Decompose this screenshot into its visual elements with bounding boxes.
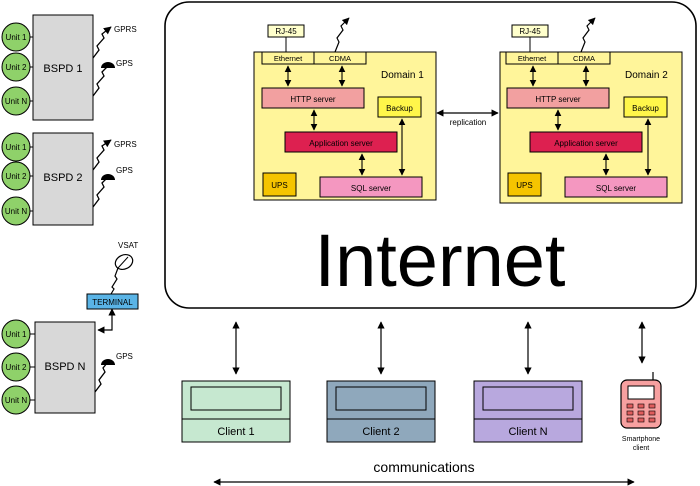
gps-signal-icon (92, 176, 109, 208)
gprs-signal-icon (92, 26, 112, 59)
cdma-port (557, 51, 611, 65)
cdma-label: CDMA (329, 54, 351, 63)
client-label: Client 2 (362, 426, 399, 438)
client-2: Client 2 (326, 380, 436, 443)
client-screen (482, 386, 574, 411)
rj45-label: RJ-45 (275, 27, 297, 36)
unit-node (1, 86, 31, 116)
gps-label: GPS (116, 352, 133, 361)
smartphone-label-2: client (633, 445, 649, 452)
bspd-label: BSPD 2 (43, 172, 82, 184)
backup-label: Backup (632, 104, 659, 113)
client-base (326, 418, 436, 443)
bspd-group-2: BSPD 2 Unit 1 Unit 2 Unit N GPRS GPS (1, 132, 137, 226)
gps-antenna-icon (101, 359, 115, 365)
vsat-label: VSAT (118, 241, 138, 250)
domain-1: RJ-45 Ethernet CDMA Domain 1 HTTP server… (253, 17, 437, 201)
bspd-box (32, 132, 94, 226)
terminal-label: TERMINAL (92, 298, 133, 307)
client-screen (190, 386, 282, 411)
cdma-label: CDMA (573, 54, 595, 63)
domain-2: RJ-45 Ethernet CDMA Domain 2 HTTP server… (499, 17, 683, 204)
client-screen (335, 386, 427, 411)
ups-label: UPS (271, 181, 287, 190)
unit-node (1, 132, 31, 162)
ups-label: UPS (516, 181, 532, 190)
unit-label: Unit N (5, 97, 27, 106)
gps-signal-icon (94, 361, 109, 393)
gprs-label: GPRS (114, 140, 137, 149)
ups-unit (262, 172, 297, 197)
domain-title: Domain 2 (625, 70, 668, 81)
bspd-group-1: BSPD 1 Unit 1 Unit 2 Unit N GPRS GPS (1, 14, 137, 121)
ups-unit (507, 172, 542, 197)
application-server-label: Application server (554, 139, 618, 148)
gprs-label: GPRS (114, 25, 137, 34)
unit-node (1, 161, 31, 191)
client-label: Client 1 (217, 426, 254, 438)
application-server-label: Application server (309, 139, 373, 148)
unit-node (1, 319, 31, 349)
application-server (284, 131, 398, 153)
http-server-label: HTTP server (535, 95, 581, 104)
sql-server (564, 176, 668, 198)
sql-server-label: SQL server (596, 184, 636, 193)
unit-label: Unit 2 (6, 63, 27, 72)
gps-antenna-icon (101, 62, 115, 68)
unit-label: Unit 1 (6, 143, 27, 152)
rj45-label: RJ-45 (519, 27, 541, 36)
terminal-bspd-arrow (97, 308, 116, 334)
client-base (473, 418, 583, 443)
gps-signal-icon (92, 65, 109, 97)
http-server (506, 87, 610, 109)
sql-server-label: SQL server (351, 184, 391, 193)
backup-unit (623, 96, 668, 118)
gps-label: GPS (116, 59, 133, 68)
unit-node (1, 196, 31, 226)
backup-unit (377, 96, 422, 118)
cdma-signal-icon (580, 17, 596, 53)
unit-label: Unit 2 (6, 172, 27, 181)
cdma-port (313, 51, 367, 65)
smartphone-label: Smartphone (622, 436, 660, 443)
bspd-box (34, 321, 96, 414)
http-server-label: HTTP server (290, 95, 336, 104)
cdma-signal-icon (334, 17, 350, 53)
unit-label: Unit 1 (6, 33, 27, 42)
bspd-group-n: BSPD N Unit 1 Unit 2 Unit N GPS (1, 319, 133, 415)
unit-node (1, 385, 31, 415)
unit-node (1, 52, 31, 82)
application-server (529, 131, 643, 153)
bspd-label: BSPD N (45, 361, 86, 373)
satellite-link: VSAT TERMINAL (86, 241, 139, 334)
bspd-box (32, 14, 94, 121)
backup-label: Backup (386, 104, 413, 113)
bspd-label: BSPD 1 (43, 63, 82, 75)
smartphone-icon (620, 372, 662, 429)
gprs-signal-icon (92, 139, 112, 171)
domain-title: Domain 1 (381, 70, 424, 81)
ethernet-label: Ethernet (518, 54, 547, 63)
http-server (261, 87, 365, 109)
ethernet-label: Ethernet (274, 54, 303, 63)
unit-node (1, 352, 31, 382)
sql-server (319, 176, 423, 198)
client-base (181, 418, 291, 443)
gps-label: GPS (116, 166, 133, 175)
communications-label: communications (373, 459, 474, 475)
unit-label: Unit 1 (6, 330, 27, 339)
client-n: Client N (473, 380, 583, 443)
unit-label: Unit N (5, 207, 27, 216)
client-1: Client 1 (181, 380, 291, 443)
internet-label: Internet (315, 219, 566, 302)
unit-label: Unit 2 (6, 363, 27, 372)
unit-label: Unit N (5, 396, 27, 405)
replication-label: replication (450, 118, 486, 127)
unit-node (1, 22, 31, 52)
vsat-signal-icon (110, 267, 119, 295)
client-label: Client N (508, 426, 547, 438)
gps-antenna-icon (101, 174, 115, 180)
